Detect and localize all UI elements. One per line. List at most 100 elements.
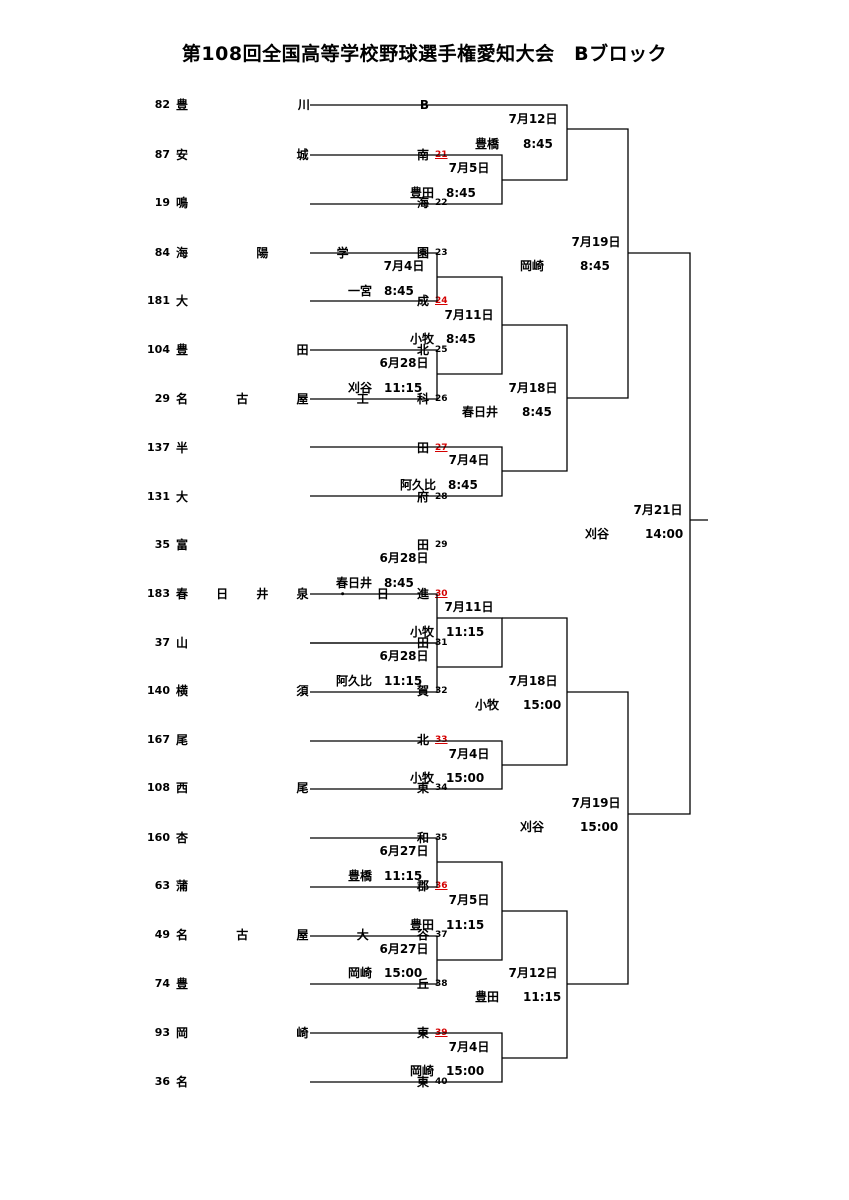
team-seed: 19: [154, 196, 170, 209]
game-info: 小牧 15:00: [410, 771, 484, 785]
game-date: 7月4日: [448, 1040, 490, 1054]
team-slot: 22: [435, 198, 448, 208]
game-venue: 豊田: [475, 990, 500, 1004]
team-slot: 32: [435, 686, 448, 696]
game-info: 岡崎 8:45: [520, 259, 610, 273]
team-slot: 28: [435, 492, 448, 502]
game-venue: 刈谷: [520, 820, 545, 834]
game-venue: 岡崎: [520, 259, 545, 273]
team-seed: 36: [154, 1075, 170, 1088]
game-time: 15:00: [446, 771, 485, 785]
bracket-line: [437, 276, 503, 375]
team-slot: 36: [435, 881, 448, 891]
game-time: 8:45: [522, 405, 552, 419]
game-venue: 小牧: [475, 698, 500, 712]
game-info: 阿久比 8:45: [400, 478, 478, 492]
game-time: 11:15: [446, 625, 485, 639]
game-venue: 小牧: [410, 332, 435, 346]
team-name: 蒲郡: [176, 879, 429, 893]
game-time: 8:45: [384, 576, 414, 590]
game-date: 7月5日: [448, 161, 490, 175]
team-seed: 108: [147, 781, 170, 794]
game-date: 7月11日: [444, 600, 494, 614]
team-name: 西尾東: [176, 781, 429, 795]
team-slot: 33: [435, 735, 448, 745]
game-venue: 一宮: [348, 284, 373, 298]
game-date: 7月11日: [444, 308, 494, 322]
bracket-line: [310, 104, 568, 181]
game-venue: 岡崎: [348, 966, 373, 980]
game-info: 岡崎 15:00: [410, 1064, 484, 1078]
game-info: 豊田 8:45: [410, 186, 476, 200]
team-seed: 35: [154, 538, 170, 551]
game-time: 15:00: [523, 698, 562, 712]
team-name: 杏和: [176, 831, 429, 845]
team-name: 名東: [176, 1075, 429, 1089]
game-venue: 豊田: [410, 918, 435, 932]
game-venue: 春日井: [336, 576, 373, 590]
game-venue: 刈谷: [348, 381, 373, 395]
team-seed: 37: [154, 636, 170, 649]
team-slot: 27: [435, 443, 448, 453]
team-seed: 131: [147, 490, 170, 503]
game-info: 小牧 11:15: [410, 625, 484, 639]
game-date: 7月4日: [448, 747, 490, 761]
game-time: 8:45: [384, 284, 414, 298]
game-date: 7月5日: [448, 893, 490, 907]
game-time: 11:15: [384, 381, 423, 395]
team-name: 海陽学園: [176, 246, 429, 260]
game-info: 春日井 8:45: [462, 405, 552, 419]
team-seed: 29: [154, 392, 170, 405]
game-info: 春日井 8:45: [336, 576, 414, 590]
team-name: 豊田北: [176, 343, 429, 357]
bracket-line: [502, 910, 568, 1059]
team-name: 安城南: [176, 148, 429, 162]
team-name: 岡崎東: [176, 1026, 429, 1040]
game-venue: 阿久比: [336, 674, 373, 688]
team-slot: 29: [435, 540, 448, 550]
game-time: 15:00: [446, 1064, 485, 1078]
game-info: 刈谷 11:15: [348, 381, 422, 395]
team-seed: 82: [154, 98, 170, 111]
team-slot: 23: [435, 248, 448, 258]
game-info: 岡崎 15:00: [348, 966, 422, 980]
game-time: 8:45: [523, 137, 553, 151]
team-seed: 140: [147, 684, 170, 697]
game-date: 7月12日: [508, 112, 558, 126]
team-seed: 181: [147, 294, 170, 307]
team-seed: 160: [147, 831, 170, 844]
game-time: 8:45: [580, 259, 610, 273]
game-info: 豊田 11:15: [475, 990, 561, 1004]
game-info: 豊橋 11:15: [348, 869, 422, 883]
game-date: 6月28日: [379, 551, 429, 565]
game-date: 6月27日: [379, 844, 429, 858]
game-info: 阿久比 11:15: [336, 674, 422, 688]
game-info: 豊橋 8:45: [475, 137, 553, 151]
team-slot: 25: [435, 345, 448, 355]
game-time: 11:15: [523, 990, 562, 1004]
game-info: 小牧 15:00: [475, 698, 561, 712]
team-seed: 93: [154, 1026, 170, 1039]
team-slot: 24: [435, 296, 448, 306]
team-name: 豊丘: [176, 977, 429, 991]
game-info: 刈谷 15:00: [520, 820, 618, 834]
game-venue: 春日井: [462, 405, 499, 419]
game-venue: 小牧: [410, 771, 435, 785]
game-date: 7月12日: [508, 966, 558, 980]
game-info: 一宮 8:45: [348, 284, 414, 298]
game-venue: 豊田: [410, 186, 435, 200]
team-seed: 183: [147, 587, 170, 600]
team-name: 大成: [176, 294, 429, 308]
team-seed: 137: [147, 441, 170, 454]
game-info: 小牧 8:45: [410, 332, 476, 346]
game-time: 8:45: [446, 332, 476, 346]
game-venue: 豊橋: [475, 137, 500, 151]
bracket-line: [567, 691, 629, 985]
team-name: 富田: [176, 538, 429, 552]
game-time: 11:15: [384, 674, 423, 688]
game-date: 7月19日: [571, 796, 621, 810]
team-name: 名古屋工科: [176, 392, 429, 406]
team-name: 春日井泉・日進: [176, 587, 429, 601]
team-name: 横須賀: [176, 684, 429, 698]
